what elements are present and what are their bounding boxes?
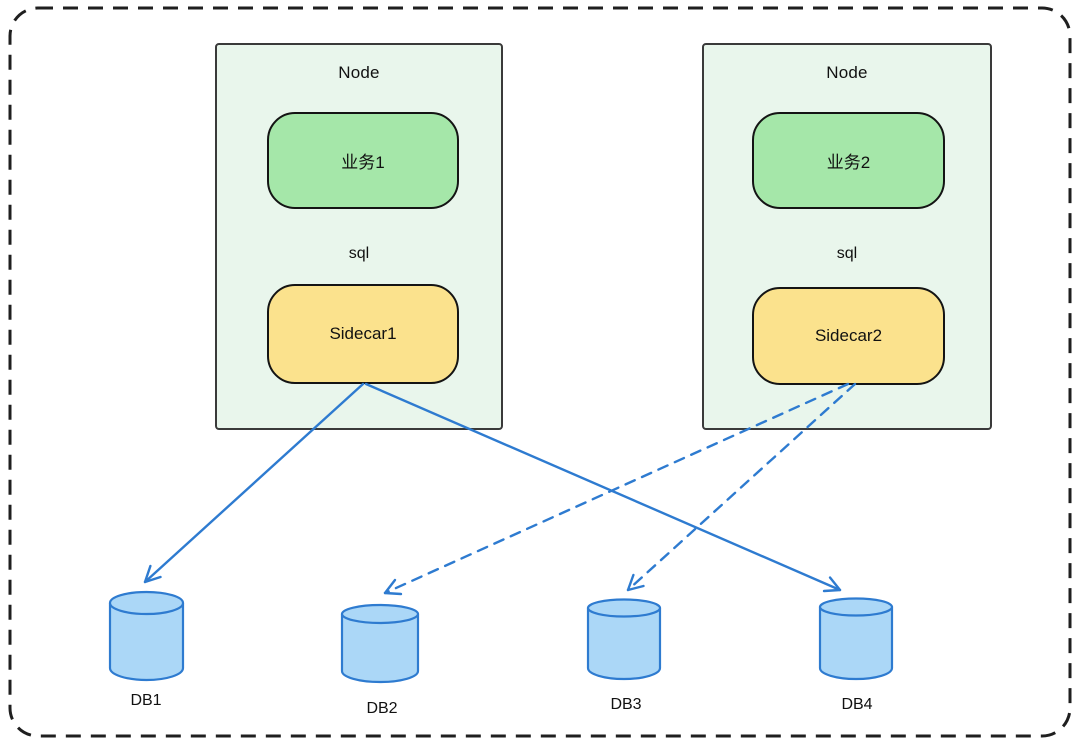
sidecar-box-2: Sidecar2 <box>752 287 945 385</box>
service-box-1: 业务1 <box>267 112 459 209</box>
db4-label: DB4 <box>841 696 873 713</box>
sql-label-1: sql <box>348 245 370 262</box>
sidecar-box-1-label: Sidecar1 <box>329 324 397 343</box>
db3-cylinder-icon <box>586 598 662 681</box>
db3-label: DB3 <box>610 696 642 713</box>
node-1-title: Node <box>338 63 380 82</box>
db4-cylinder-icon <box>818 597 894 681</box>
sidecar-box-1: Sidecar1 <box>267 284 459 384</box>
db1-label: DB1 <box>130 692 162 709</box>
service-box-2-label: 业务2 <box>826 153 871 172</box>
arrowhead-db3 <box>626 573 645 592</box>
node-container-1: Node 业务1 sql Sidecar1 <box>215 43 503 430</box>
arrowhead-db4 <box>822 576 842 593</box>
arrowhead-db2 <box>383 578 403 596</box>
service-box-2: 业务2 <box>752 112 945 209</box>
sidecar-box-2-label: Sidecar2 <box>814 326 883 345</box>
service-box-1-label: 业务1 <box>341 153 385 172</box>
db1-cylinder-icon <box>108 590 185 682</box>
db2-label: DB2 <box>366 700 398 717</box>
node-2-title: Node <box>826 63 868 82</box>
node-container-2: Node 业务2 sql Sidecar2 <box>702 43 992 430</box>
arrowhead-db1 <box>143 564 162 584</box>
sql-label-2: sql <box>836 245 858 262</box>
db2-cylinder-icon <box>340 603 420 684</box>
